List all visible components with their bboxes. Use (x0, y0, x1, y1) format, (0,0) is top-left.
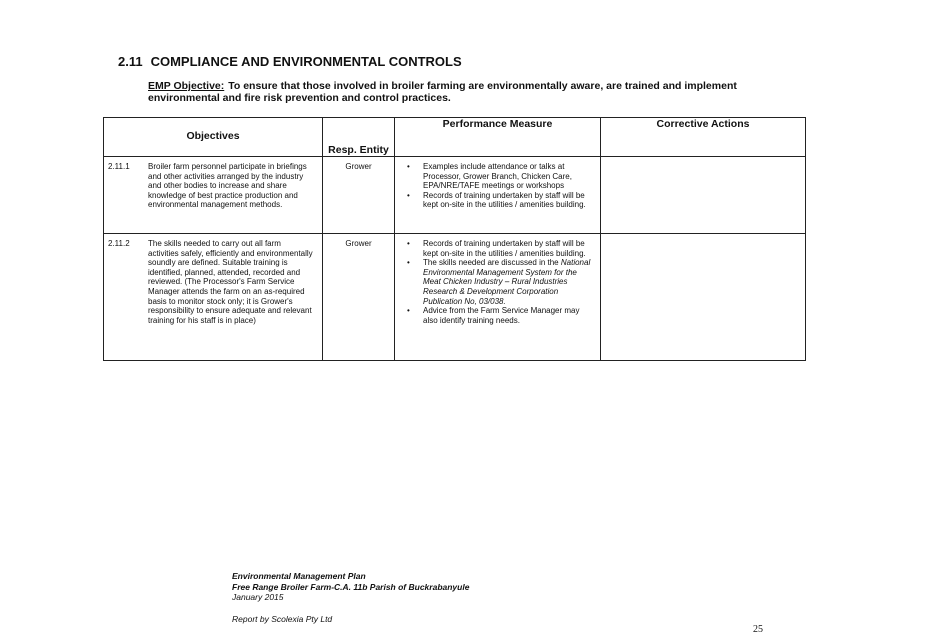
corrective-actions-cell (600, 233, 806, 361)
emp-objective: EMP Objective:To ensure that those invol… (148, 80, 768, 104)
footer-date: January 2015 (232, 592, 284, 602)
objective-number: 2.11.2 (108, 239, 130, 248)
measure-item: Records of training undertaken by staff … (407, 239, 596, 258)
objective-text: The skills needed to carry out all farm … (148, 239, 313, 325)
measure-item: Records of training undertaken by staff … (407, 191, 596, 210)
header-performance-measure: Performance Measure (394, 117, 601, 157)
measure-text: The skills needed are discussed in the (423, 258, 559, 268)
section-title-text: COMPLIANCE AND ENVIRONMENTAL CONTROLS (150, 54, 462, 69)
page-number: 25 (753, 624, 763, 635)
measure-item: Advice from the Farm Service Manager may… (407, 306, 596, 325)
corrective-actions-cell (600, 156, 806, 234)
measure-item: The skills needed are discussed in the N… (407, 258, 596, 306)
resp-entity: Grower (345, 239, 372, 248)
footer-farm: Free Range Broiler Farm-C.A. 11b Parish … (232, 581, 470, 592)
header-objectives: Objectives (103, 117, 323, 157)
objective-number: 2.11.1 (108, 162, 130, 171)
emp-label: EMP Objective: (148, 80, 225, 92)
footer-plan-title: Environmental Management Plan (232, 571, 366, 581)
objective-text: Broiler farm personnel participate in br… (148, 162, 307, 210)
section-number: 2.11 (118, 54, 143, 69)
measure-item: Examples include attendance or talks at … (407, 162, 596, 191)
table-row: 2.11.1 Broiler farm personnel participate… (103, 156, 806, 234)
resp-entity: Grower (345, 162, 372, 171)
table-row: 2.11.2 The skills needed to carry out all… (103, 233, 806, 361)
publication-reference: National Environmental Management System… (423, 258, 591, 306)
controls-table: Objectives Resp. Entity Performance Meas… (103, 117, 806, 361)
emp-text: To ensure that those involved in broiler… (148, 80, 737, 104)
section-title: 2.11 COMPLIANCE AND ENVIRONMENTAL CONTROL… (118, 54, 470, 69)
table-header: Objectives Resp. Entity Performance Meas… (103, 117, 806, 157)
footer-report: Report by Scolexia Pty Ltd (232, 614, 333, 624)
footer: Environmental Management Plan Free Range… (232, 571, 469, 603)
header-corrective-actions: Corrective Actions (600, 117, 806, 157)
header-resp-entity: Resp. Entity (322, 117, 395, 157)
